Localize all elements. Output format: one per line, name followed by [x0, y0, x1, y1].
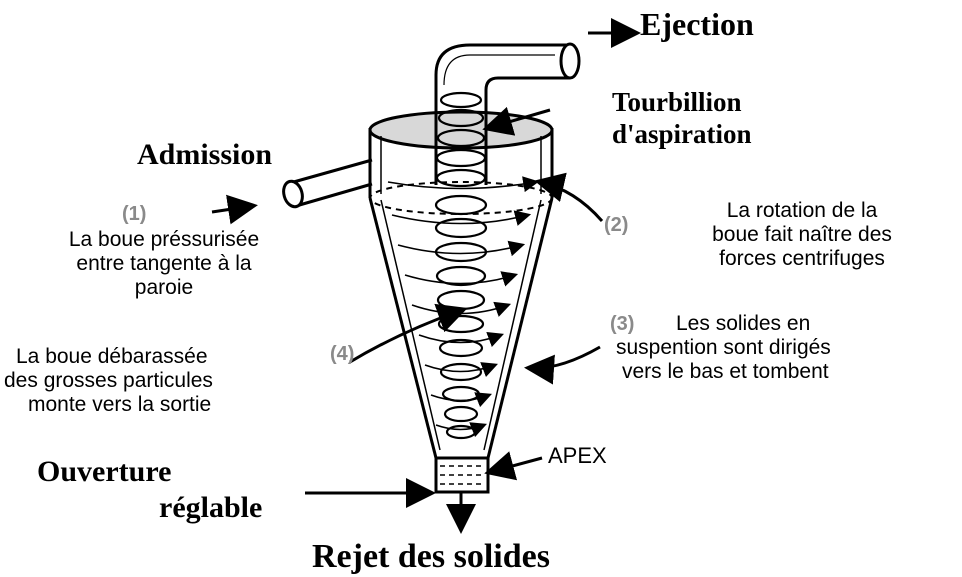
note-2-line-2: boue fait naître des — [652, 223, 952, 247]
note-4-number: (4) — [330, 343, 354, 366]
apex-nozzle — [436, 458, 488, 492]
note-4-line-1: La boue débarassée — [16, 345, 208, 369]
note-1-number: (1) — [122, 203, 146, 226]
note-4-line-2: des grosses particules — [4, 369, 213, 393]
note-3-line-3: vers le bas et tombent — [622, 360, 829, 384]
ouverture-line-2: réglable — [37, 490, 262, 526]
admission-label: Admission — [137, 138, 272, 172]
ouverture-line-1: Ouverture — [37, 454, 262, 490]
note-1-text: La boue préssurisée entre tangente à la … — [14, 228, 314, 300]
note-2-number: (2) — [604, 214, 628, 237]
note-3-line-1: Les solides en — [676, 312, 810, 336]
note-2-line-1: La rotation de la — [652, 199, 952, 223]
apex-label: APEX — [548, 444, 607, 468]
tourbillion-line-1: Tourbillion — [612, 86, 752, 118]
tourbillion-label: Tourbillion d'aspiration — [612, 86, 752, 150]
admission-pipe — [281, 160, 372, 209]
note-3-number: (3) — [610, 313, 634, 336]
rejet-label: Rejet des solides — [312, 538, 550, 576]
note-2-line-3: forces centrifuges — [652, 247, 952, 271]
note-3-line-2: suspention sont dirigés — [616, 336, 831, 360]
note-4-line-3: monte vers la sortie — [28, 393, 211, 417]
note-2-text: La rotation de la boue fait naître des f… — [652, 199, 952, 271]
note-1-line-3: paroie — [14, 276, 314, 300]
ejection-label: Ejection — [640, 6, 754, 43]
tourbillion-line-2: d'aspiration — [612, 118, 752, 150]
note-1-line-2: entre tangente à la — [14, 252, 314, 276]
note-1-line-1: La boue préssurisée — [14, 228, 314, 252]
ouverture-label: Ouverture réglable — [37, 454, 262, 526]
